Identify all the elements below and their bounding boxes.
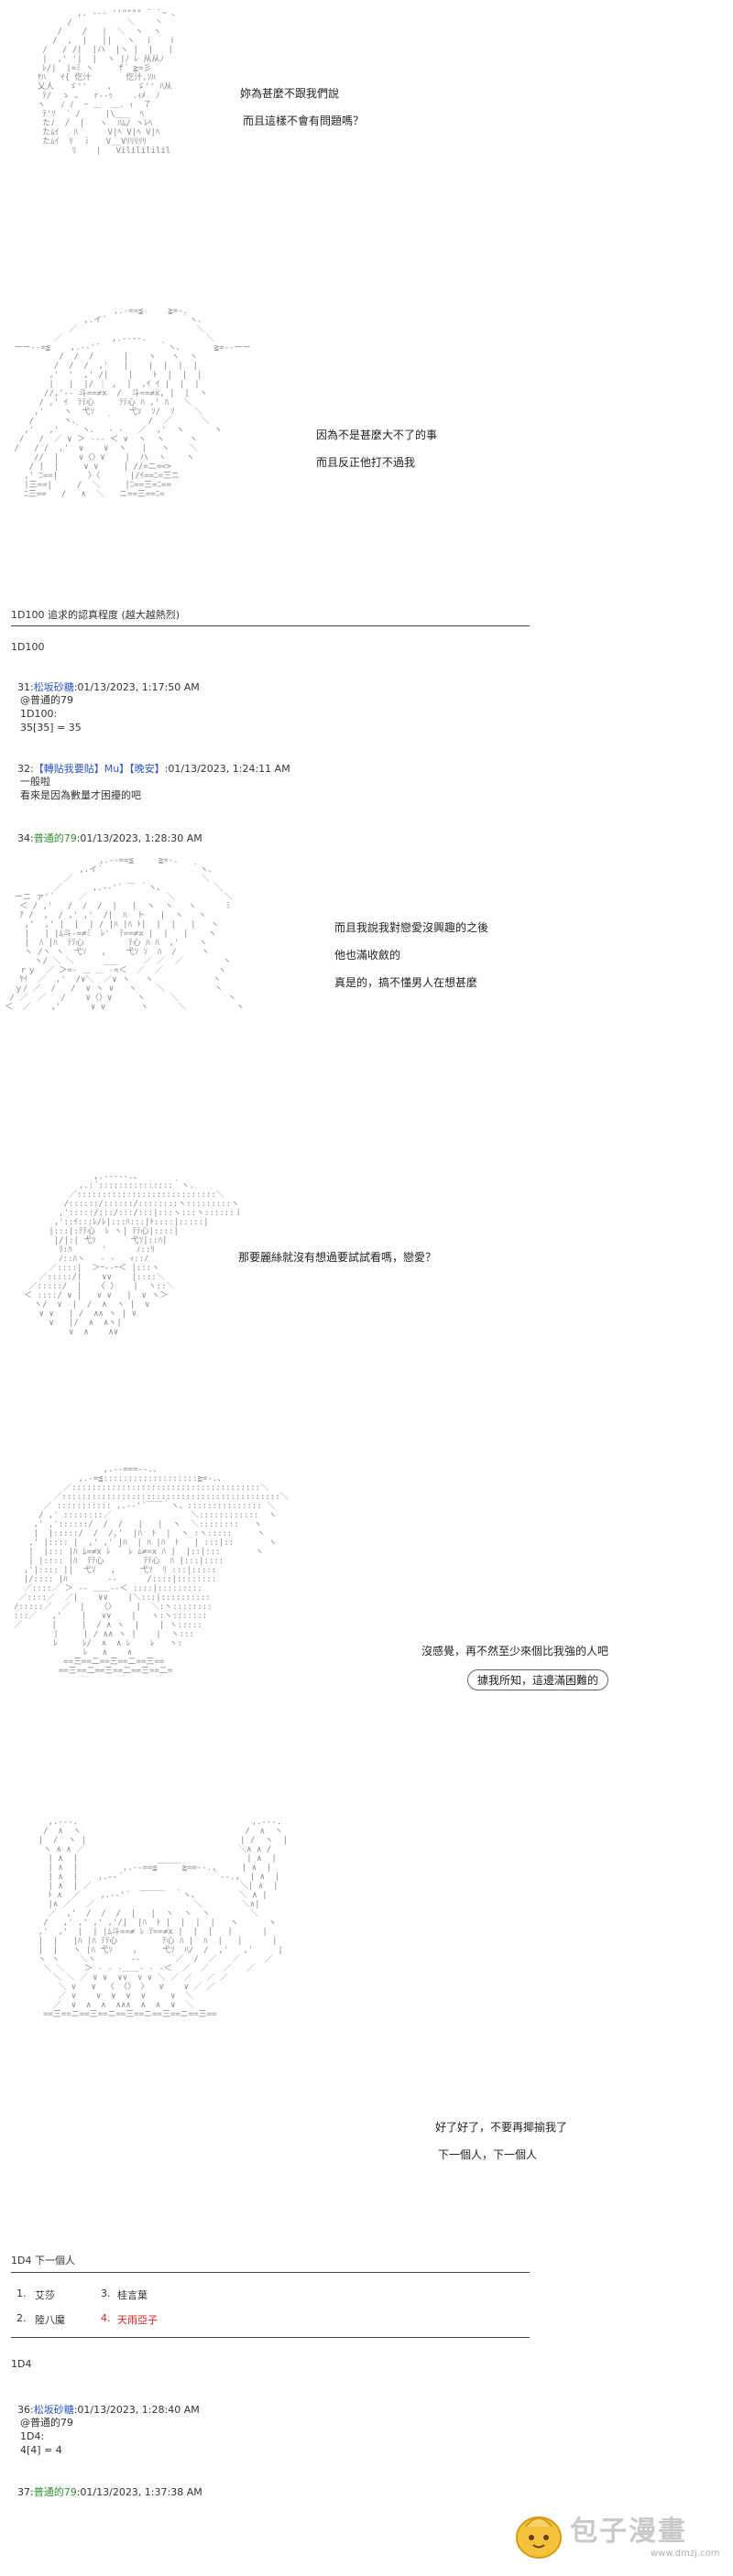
watermark-logo: 包子漫畫 www.dmzj.com: [513, 2505, 719, 2569]
dialogue-2b: 而且反正他打不過我: [316, 456, 416, 469]
dialogue-4a: 那要麗絲就沒有想過要試試看嗎，戀愛？: [238, 1251, 437, 1264]
post-37-date: :01/13/2023, 1:37:38 AM: [76, 2486, 202, 2498]
option-2-text: 陸八魔: [35, 2314, 65, 2326]
post-36-date: :01/13/2023, 1:28:40 AM: [73, 2404, 200, 2416]
roll-header-1d100: 1D100 追求的認真程度 (越大越熱烈): [11, 609, 181, 621]
option-2-number: 2.: [16, 2312, 27, 2324]
dialogue-6a: 好了好了，不要再揶揄我了: [435, 2121, 568, 2134]
post-32-author[interactable]: 【轉貼我要貼】Mu】【晚安】: [33, 763, 165, 775]
divider-3: [11, 2337, 530, 2338]
post-31-author[interactable]: 松坂砂糖: [33, 681, 74, 693]
post-37-author[interactable]: 普通的79: [33, 2486, 77, 2498]
ascii-art-panel-6: ,.-‐-. ,.-‐-. / ∧ ヽ / ∧ ヽ | / ヽ | | / ヽ …: [38, 1818, 289, 2019]
dialogue-1a: 妳為甚麼不跟我們說: [240, 87, 340, 100]
ascii-art-panel-1: ,. --- ''"""" ¨ ̄ ~ 、 / ＼ 丶 / / | ＼ ヽ ヽ …: [37, 9, 181, 156]
roll-label-1d4: 1D4: [11, 2358, 32, 2370]
divider-2: [11, 2272, 530, 2273]
post-32-body-1: 一般啦: [20, 776, 50, 788]
dialogue-3c: 真是的，搞不懂男人在想甚麼: [334, 976, 478, 989]
post-32-number: 32:: [17, 763, 34, 775]
dialogue-3b: 他也滿收斂的: [334, 949, 401, 962]
post-31-header: 31:松坂砂糖:01/13/2023, 1:17:50 AM: [11, 668, 200, 694]
post-34-number: 34:: [17, 832, 34, 844]
option-3-number: 3.: [101, 2288, 111, 2299]
option-4-number: 4.: [101, 2312, 111, 2324]
speech-bubble-5: 據我所知，這邊滿困難的: [467, 1669, 609, 1690]
dialogue-2a: 因為不是甚麼大不了的事: [316, 429, 438, 441]
post-31-body-3: 35[35] = 35: [20, 722, 82, 734]
post-34-date: :01/13/2023, 1:28:30 AM: [76, 832, 202, 844]
ascii-art-panel-5: ,.-‐===‐-.、 ,.-=≦:::::::::::::::::::≧=-.…: [14, 1465, 289, 1676]
ascii-art-panel-4: ,.-‐‐‐-.、 ,.:´:::::::::::::::｀ヽ. ／::::::…: [24, 1172, 243, 1337]
roll-header-1d4: 1D4 下一個人: [11, 2255, 75, 2266]
post-36-header: 36:松坂砂糖:01/13/2023, 1:28:40 AM: [11, 2390, 200, 2417]
post-31-number: 31:: [17, 681, 34, 693]
option-1-number: 1.: [16, 2288, 27, 2299]
post-34-author[interactable]: 普通的79: [33, 832, 77, 844]
bun-mascot-icon: [516, 2516, 562, 2559]
option-1-text: 艾莎: [35, 2289, 55, 2301]
option-4-text: 天雨亞子: [117, 2314, 158, 2326]
ascii-art-panel-3: ,.-‐==≦￣￣￣≧=-. ,.イ´ ｀ヽ、 ／ ＼ ／ ,.-‐'´ ￣ ｀…: [5, 856, 245, 1012]
post-31-body-2: 1D100:: [20, 708, 58, 720]
post-36-body-1: @普通的79: [20, 2417, 73, 2429]
roll-label-1d100: 1D100: [11, 641, 45, 653]
post-36-body-2: 1D4:: [20, 2430, 45, 2442]
post-32-date: :01/13/2023, 1:24:11 AM: [164, 763, 290, 775]
post-31-body-1: @普通的79: [20, 694, 73, 706]
option-3-text: 桂言葉: [117, 2289, 148, 2301]
post-36-body-3: 4[4] = 4: [20, 2444, 62, 2456]
dialogue-5a: 沒感覺，再不然至少來個比我強的人吧: [421, 1645, 609, 1658]
post-32-header: 32:【轉貼我要貼】Mu】【晚安】:01/13/2023, 1:24:11 AM: [11, 749, 290, 776]
ascii-art-panel-2: ,.-==≦￣￣￣≧=-. ,.イ´ ｀ヽ、 ／ ＼ ／ ,.-‐‐-. ＼ ー…: [14, 307, 251, 499]
post-36-author[interactable]: 松坂砂糖: [33, 2404, 74, 2416]
post-37-number: 37:: [17, 2486, 34, 2498]
watermark-url: www.dmzj.com: [651, 2549, 720, 2559]
dialogue-1b: 而且這樣不會有問題嗎？: [243, 114, 365, 127]
divider-1: [11, 625, 530, 626]
post-34-header: 34:普通的79:01/13/2023, 1:28:30 AM: [11, 819, 202, 845]
post-31-date: :01/13/2023, 1:17:50 AM: [73, 681, 200, 693]
dialogue-3a: 而且我說我對戀愛沒興趣的之後: [334, 921, 489, 934]
dialogue-6b: 下一個人，下一個人: [438, 2148, 538, 2161]
post-36-number: 36:: [17, 2404, 34, 2416]
post-32-body-2: 看來是因為數量才困擾的吧: [20, 789, 141, 801]
watermark-text: 包子漫畫: [570, 2516, 687, 2548]
post-37-header: 37:普通的79:01/13/2023, 1:37:38 AM: [11, 2473, 202, 2499]
